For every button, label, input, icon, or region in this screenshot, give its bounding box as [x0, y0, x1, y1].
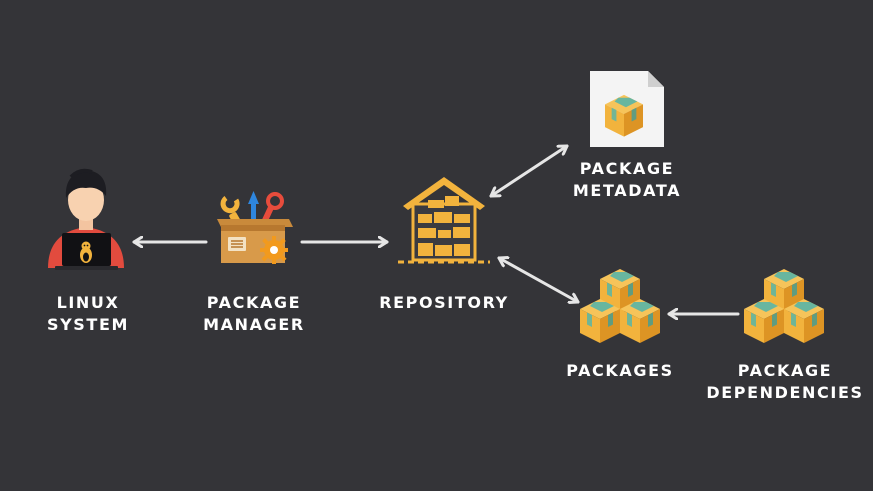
arrow-repository-metadata: [489, 144, 569, 198]
toolbox-icon: [217, 191, 293, 264]
gear-icon: [260, 236, 288, 264]
arrow-repository-packages: [497, 258, 580, 302]
node-label-package-manager: PACKAGE MANAGER: [203, 293, 305, 334]
boxes-stack-icon: [580, 269, 660, 343]
user-at-laptop-icon: [48, 168, 124, 270]
node-label-packages: PACKAGES: [566, 361, 674, 380]
node-label-package-dependencies: PACKAGE DEPENDENCIES: [706, 361, 864, 402]
tux-logo-icon: [80, 241, 92, 263]
metadata-document-icon: [590, 71, 664, 147]
node-label-repository: REPOSITORY: [379, 293, 509, 312]
node-label-package-metadata: PACKAGE METADATA: [572, 159, 682, 200]
boxes-stack-icon: [744, 269, 824, 343]
warehouse-icon: [398, 177, 490, 264]
node-label-linux-system: LINUX SYSTEM: [47, 293, 129, 334]
